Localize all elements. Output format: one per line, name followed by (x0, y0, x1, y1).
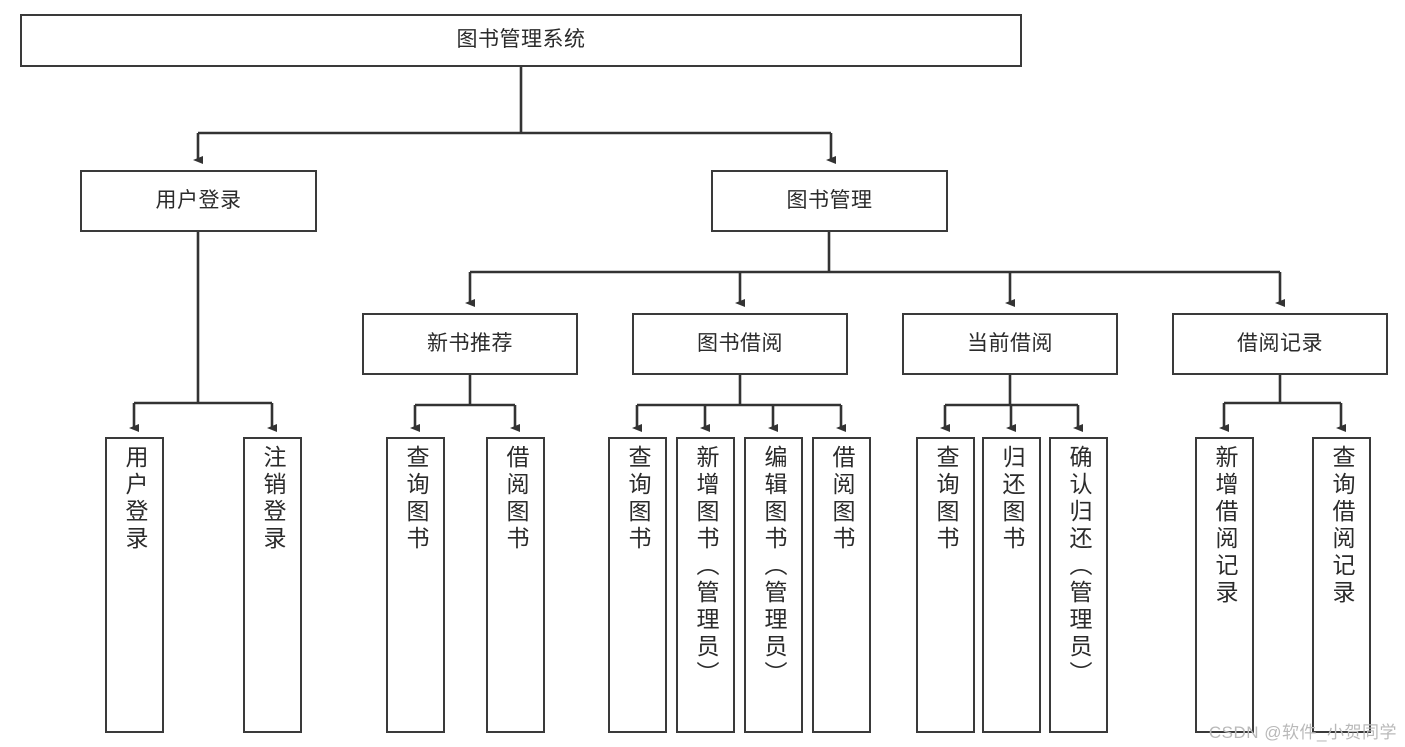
leaf-new-books-borrow[interactable]: 借阅图书 (486, 437, 545, 733)
leaf-new-books-query-label: 查询图书 (403, 445, 429, 553)
leaf-borrow-query-book-label: 查询图书 (625, 445, 651, 553)
node-borrow-records-label: 借阅记录 (1237, 331, 1323, 355)
leaf-current-confirm-return[interactable]: 确认归还（管理员） (1049, 437, 1108, 733)
leaf-current-return-book-label: 归还图书 (999, 445, 1025, 553)
leaf-borrow-add-book[interactable]: 新增图书（管理员） (676, 437, 735, 733)
leaf-current-return-book[interactable]: 归还图书 (982, 437, 1041, 733)
node-user-login[interactable]: 用户登录 (80, 170, 317, 232)
node-root[interactable]: 图书管理系统 (20, 14, 1022, 67)
leaf-borrow-add-book-label: 新增图书（管理员） (693, 445, 719, 688)
leaf-borrow-query-book[interactable]: 查询图书 (608, 437, 667, 733)
csdn-watermark: CSDN @软件_小贺同学 (1208, 723, 1397, 742)
leaf-user-login[interactable]: 用户登录 (105, 437, 164, 733)
leaf-borrow-edit-book-label: 编辑图书（管理员） (761, 445, 787, 688)
leaf-borrow-edit-book[interactable]: 编辑图书（管理员） (744, 437, 803, 733)
leaf-user-login-label: 用户登录 (122, 445, 148, 553)
leaf-current-confirm-return-label: 确认归还（管理员） (1066, 445, 1092, 688)
node-borrow-records[interactable]: 借阅记录 (1172, 313, 1388, 375)
leaf-current-query-book-label: 查询图书 (933, 445, 959, 553)
leaf-logout-label: 注销登录 (260, 445, 286, 553)
node-book-borrow[interactable]: 图书借阅 (632, 313, 848, 375)
node-root-label: 图书管理系统 (456, 28, 586, 52)
leaf-current-query-book[interactable]: 查询图书 (916, 437, 975, 733)
node-book-management[interactable]: 图书管理 (711, 170, 948, 232)
node-current-borrow[interactable]: 当前借阅 (902, 313, 1118, 375)
leaf-records-add[interactable]: 新增借阅记录 (1195, 437, 1254, 733)
leaf-records-add-label: 新增借阅记录 (1212, 445, 1238, 607)
node-book-management-label: 图书管理 (786, 188, 873, 212)
leaf-logout[interactable]: 注销登录 (243, 437, 302, 733)
leaf-records-query-label: 查询借阅记录 (1329, 445, 1355, 607)
node-user-login-label: 用户登录 (155, 188, 242, 212)
leaf-borrow-borrow-book-label: 借阅图书 (829, 445, 855, 553)
leaf-new-books-query[interactable]: 查询图书 (386, 437, 445, 733)
node-new-book-recommend-label: 新书推荐 (427, 331, 513, 355)
leaf-new-books-borrow-label: 借阅图书 (503, 445, 529, 553)
node-new-book-recommend[interactable]: 新书推荐 (362, 313, 578, 375)
node-book-borrow-label: 图书借阅 (697, 331, 783, 355)
leaf-borrow-borrow-book[interactable]: 借阅图书 (812, 437, 871, 733)
leaf-records-query[interactable]: 查询借阅记录 (1312, 437, 1371, 733)
node-current-borrow-label: 当前借阅 (967, 331, 1053, 355)
